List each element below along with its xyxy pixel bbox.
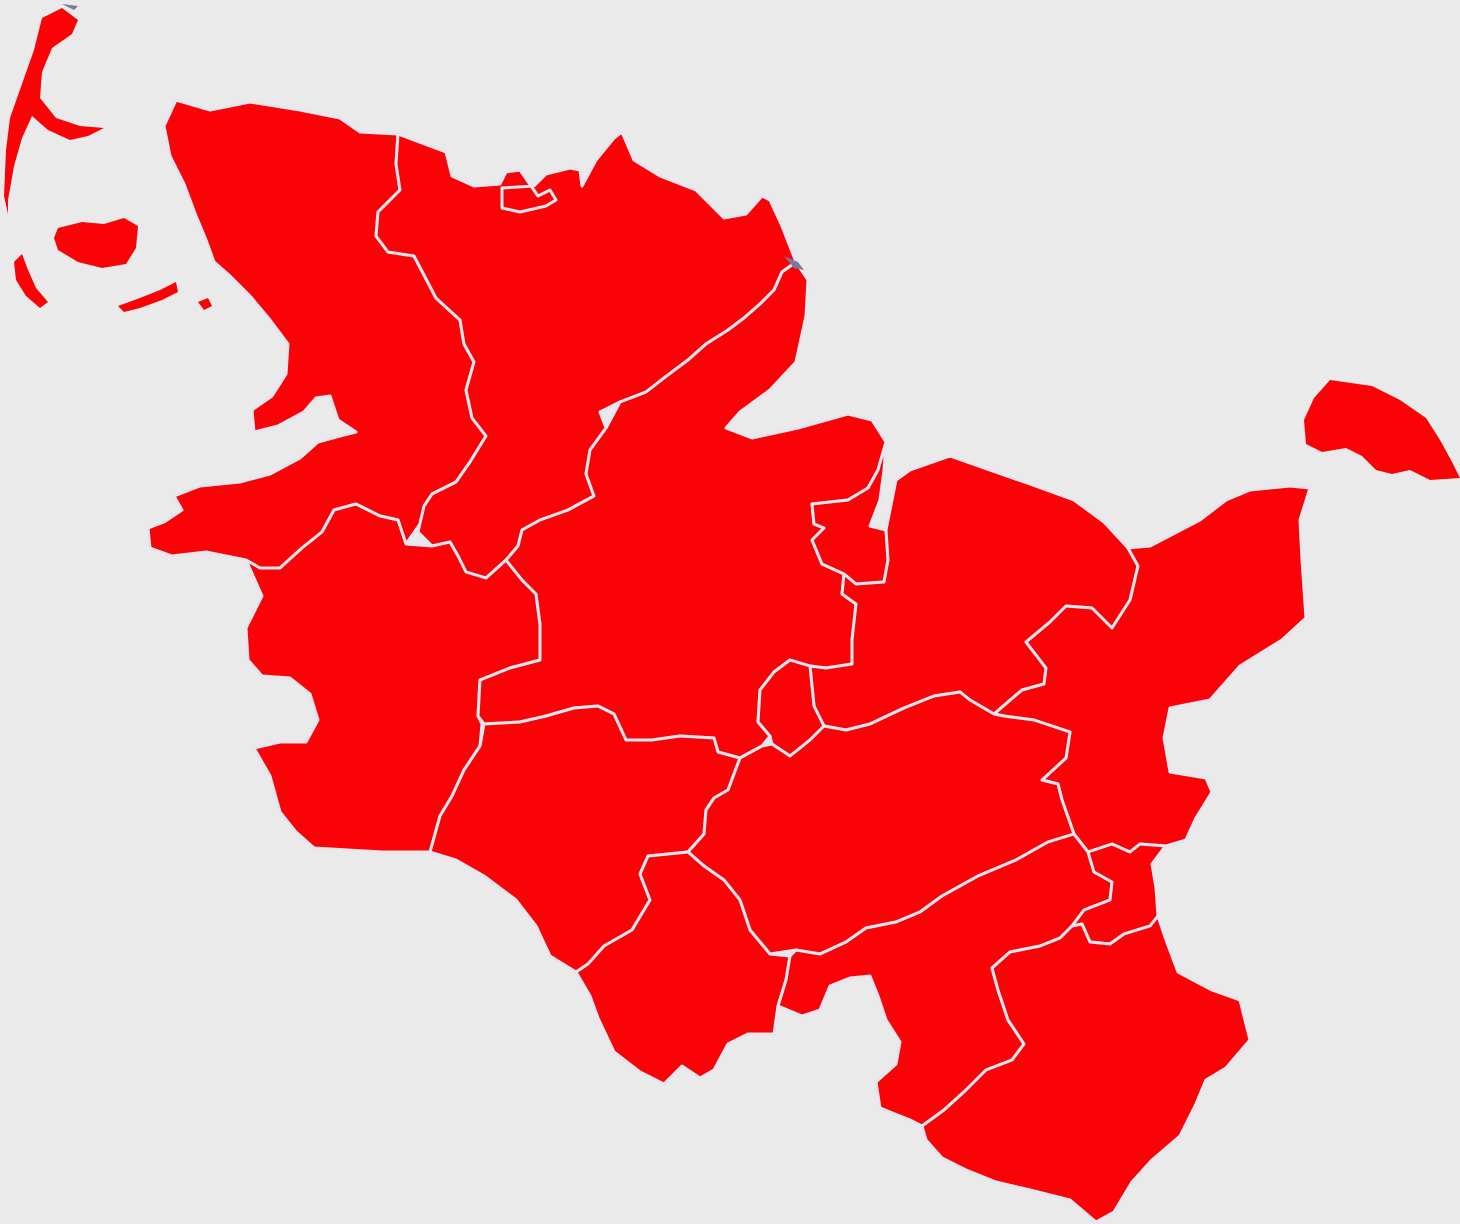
island-amrum — [14, 254, 48, 308]
districts-group — [146, 98, 1312, 1224]
island-pellworm-strip — [118, 282, 178, 312]
island-fehmarn — [1304, 380, 1460, 480]
district-southeast — [920, 914, 1252, 1224]
water-accent-nw — [62, 4, 78, 10]
island-small — [198, 298, 212, 310]
islands-group — [4, 8, 212, 312]
island-foehr — [54, 218, 138, 268]
island-north-sylt — [4, 8, 104, 214]
water-accent-north — [784, 256, 804, 270]
